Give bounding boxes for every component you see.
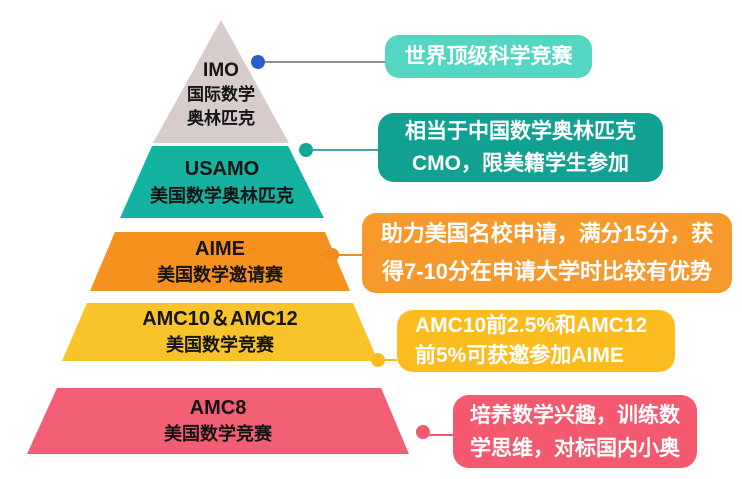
pyramid-level-usamo: USAMO 美国数学奥林匹克 (120, 146, 324, 218)
level-subtitle: 美国数学邀请赛 (157, 264, 283, 285)
callout-text: AMC10前2.5%和AMC12 (415, 314, 648, 337)
connector-line-amc8 (427, 434, 455, 436)
pyramid-level-amc8: AMC8 美国数学竞赛 (27, 388, 409, 454)
connector-line-aime (318, 254, 362, 256)
callout-aime: 助力美国名校申请，满分15分，获 得7-10分在申请大学时比较有优势 (362, 213, 732, 293)
callout-amc10-amc12: AMC10前2.5%和AMC12 前5%可获邀参加AIME (397, 310, 675, 372)
connector-dot-usamo (299, 143, 313, 157)
callout-imo: 世界顶级科学竞赛 (385, 35, 592, 78)
callout-text: 世界顶级科学竞赛 (404, 45, 573, 68)
connector-dot-aime (325, 248, 339, 262)
level-title: IMO (203, 60, 239, 81)
connector-line-amc10-amc12 (378, 359, 397, 361)
callout-usamo: 相当于中国数学奥林匹克 CMO，限美籍学生参加 (378, 113, 663, 182)
level-subtitle: 国际数学 (187, 85, 255, 104)
level-subtitle: 奥林匹克 (187, 109, 255, 128)
level-subtitle: 美国数学竞赛 (164, 424, 272, 444)
connector-dot-amc10-amc12 (371, 353, 385, 367)
callout-text: 相当于中国数学奥林匹克 (405, 119, 636, 143)
level-subtitle: 美国数学奥林匹克 (150, 185, 294, 206)
connector-line-usamo (310, 149, 378, 151)
pyramid-level-aime: AIME 美国数学邀请赛 (90, 232, 350, 291)
pyramid-level-imo: IMO 国际数学 奥林匹克 (153, 20, 289, 143)
level-subtitle: 美国数学竞赛 (166, 335, 274, 355)
callout-text: 助力美国名校申请，满分15分，获 (380, 221, 714, 246)
connector-dot-amc8 (416, 425, 430, 439)
callout-amc8: 培养数学兴趣，训练数 学思维，对标国内小奥 (453, 395, 697, 468)
level-title: AMC8 (189, 397, 247, 419)
connector-dot-imo (251, 55, 265, 69)
callout-text: 学思维，对标国内小奥 (470, 436, 680, 460)
level-title: AMC10＆AMC12 (142, 308, 298, 330)
level-title: AIME (195, 237, 245, 260)
callout-text: 得7-10分在申请大学时比较有优势 (381, 259, 713, 284)
level-title: USAMO (184, 157, 260, 180)
callout-text: 前5%可获邀参加AIME (415, 344, 624, 367)
pyramid-level-amc10-amc12: AMC10＆AMC12 美国数学竞赛 (62, 303, 378, 361)
connector-line-imo (262, 61, 385, 63)
callout-text: 培养数学兴趣，训练数 (470, 403, 680, 427)
callout-text: CMO，限美籍学生参加 (412, 151, 629, 175)
